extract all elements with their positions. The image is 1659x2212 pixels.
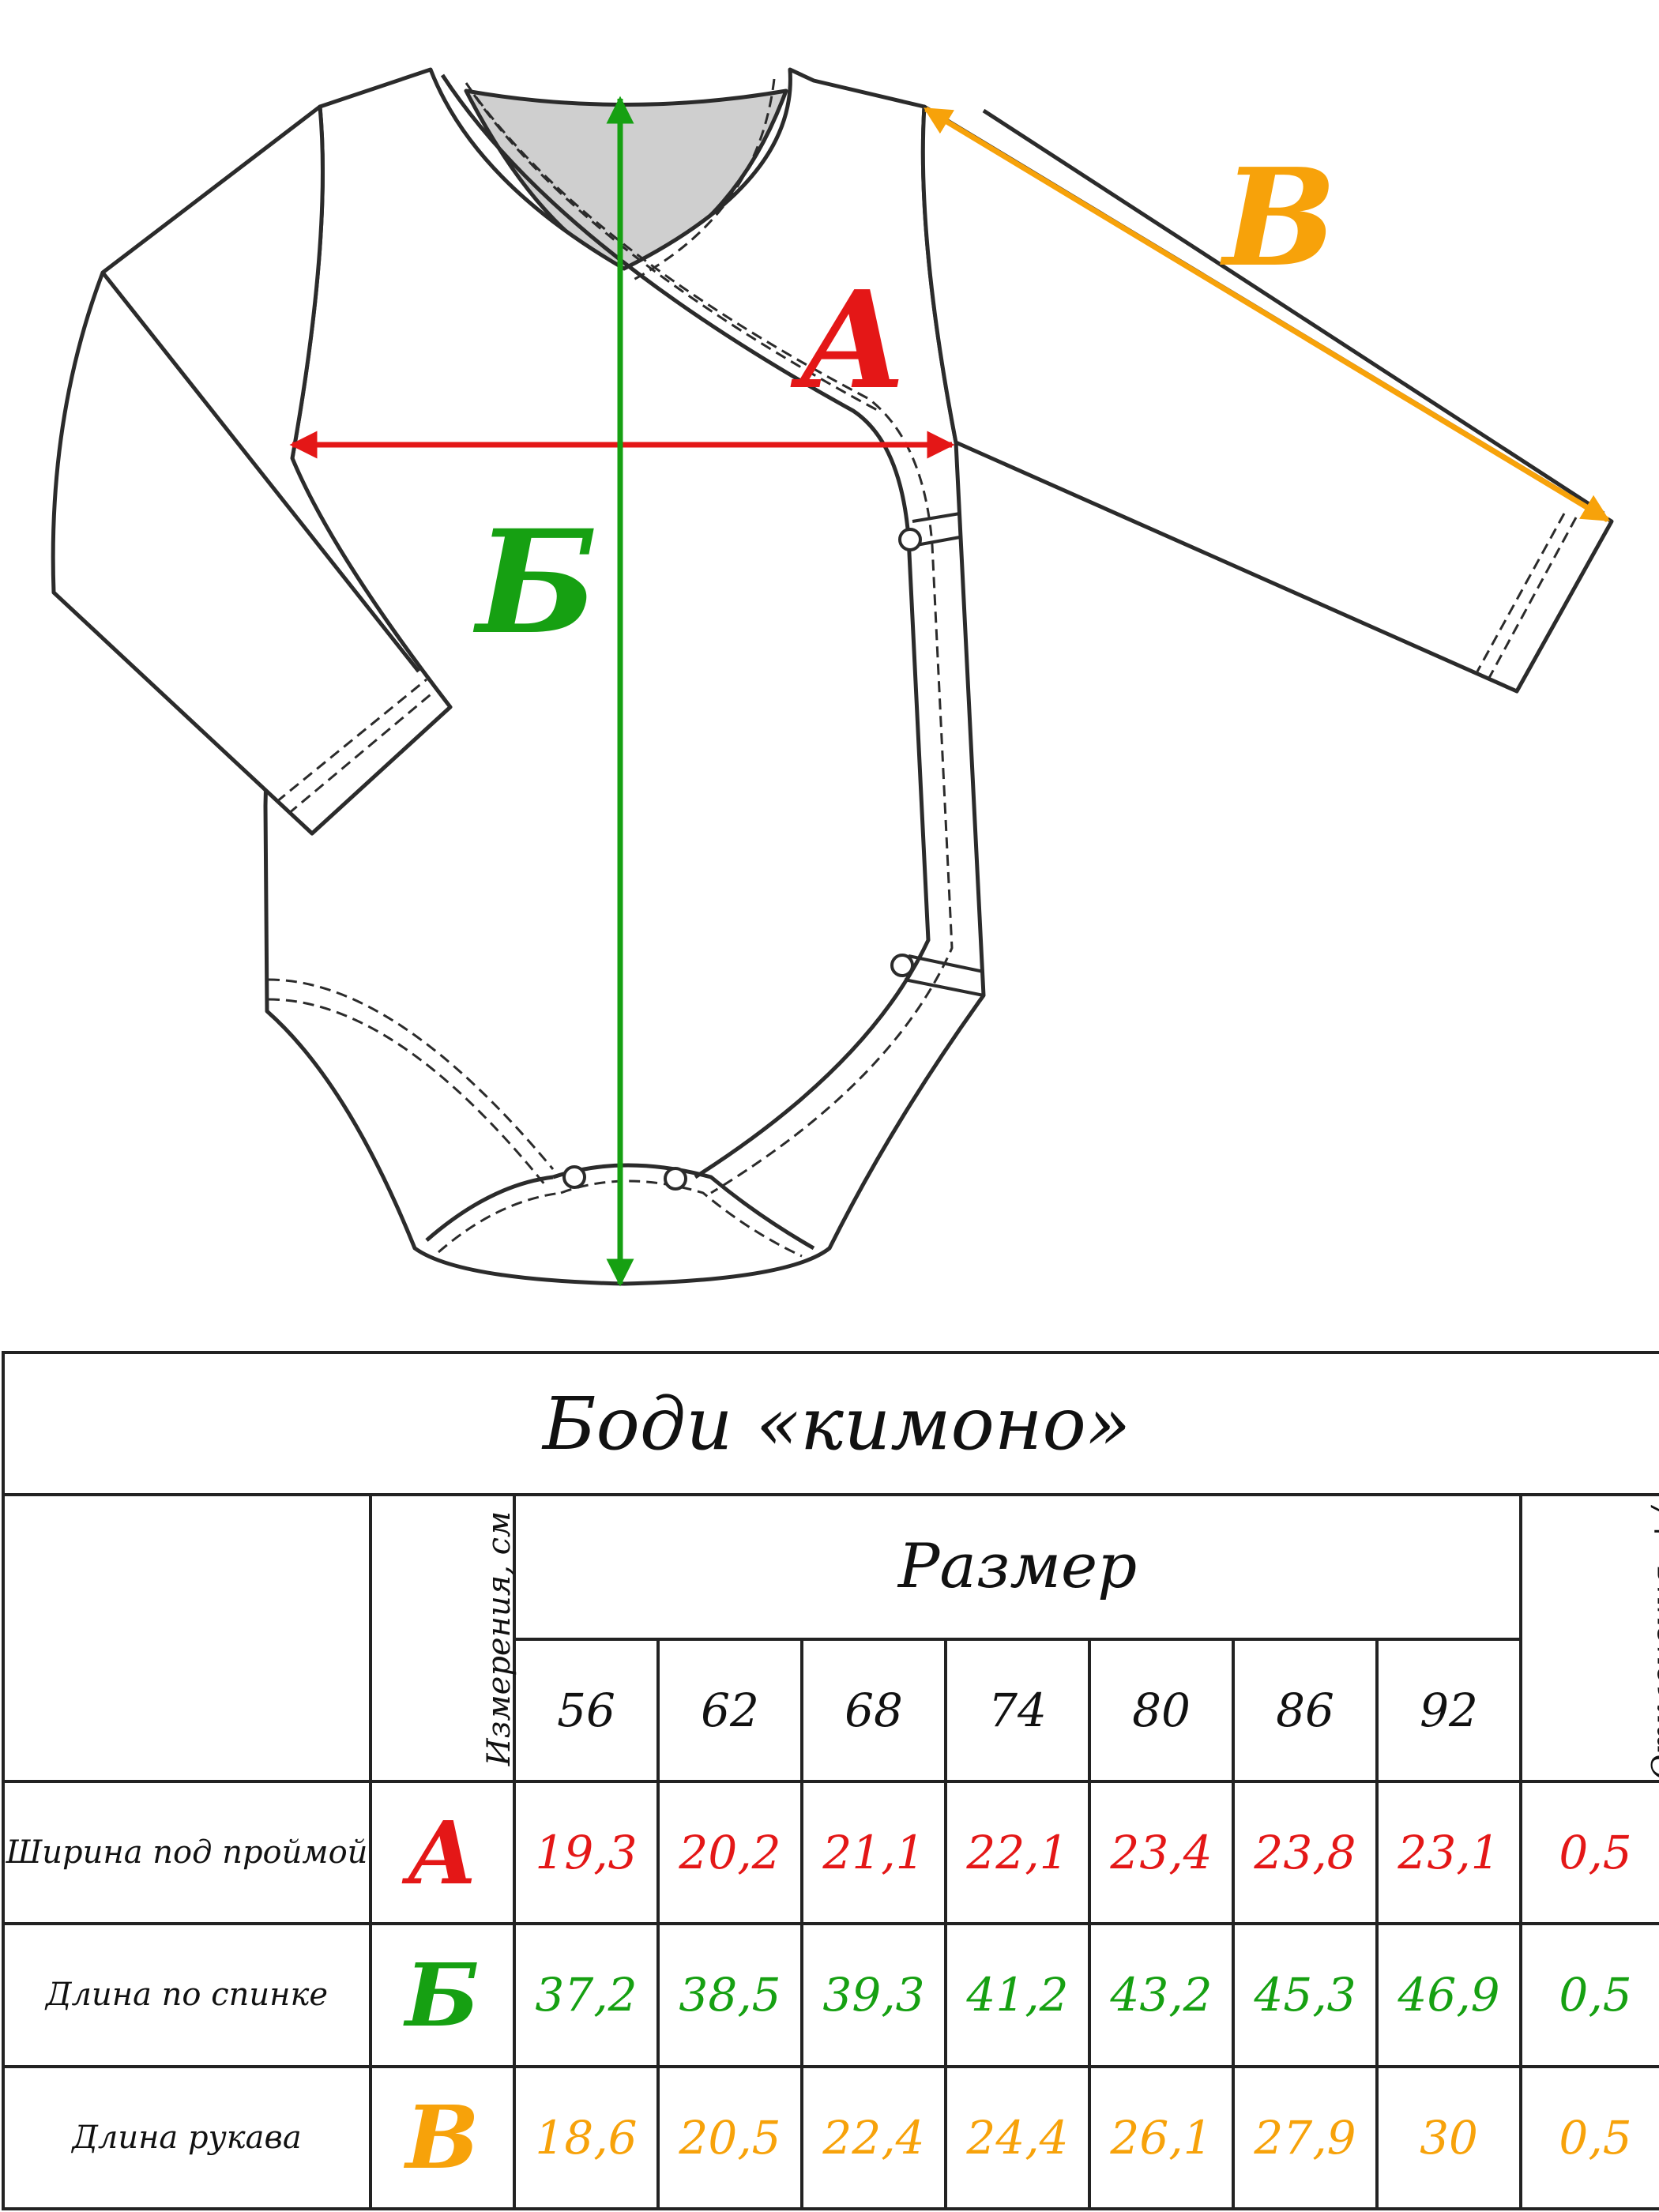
garment-outline <box>51 67 1614 1286</box>
measurement-name: Длина по спинке <box>2 1922 372 2068</box>
label-b: Б <box>472 499 598 666</box>
size-value: 56 <box>513 1637 660 1784</box>
measurement-value: 30 <box>1375 2064 1522 2211</box>
measurement-letter: Б <box>369 1922 516 2068</box>
measure-header-cell: Измерения, см <box>369 1493 518 1783</box>
label-v: В <box>1220 139 1337 297</box>
measurement-value: 20,2 <box>656 1779 803 1926</box>
measurement-value: 38,5 <box>656 1922 803 2068</box>
size-row: 56 62 68 74 80 86 92 <box>3 1637 1659 1784</box>
measurement-value: 43,2 <box>1088 1922 1235 2068</box>
left-sleeve <box>51 104 453 836</box>
measure-header: Измерения, см <box>481 1510 518 1766</box>
deviation-value: 0,5 <box>1518 1922 1659 2068</box>
label-a: А <box>790 261 908 419</box>
size-value: 80 <box>1088 1637 1235 1784</box>
measurement-value: 41,2 <box>944 1922 1091 2068</box>
measurement-value: 19,3 <box>513 1779 660 1926</box>
size-header: Размер <box>513 1493 1522 1641</box>
size-value: 86 <box>1232 1637 1379 1784</box>
deviation-value: 0,5 <box>1518 2064 1659 2211</box>
blank-corner-cell <box>2 1493 372 1783</box>
size-value: 68 <box>800 1637 947 1784</box>
table-title: Боди «кимоно» <box>1 1350 1659 1497</box>
deviation-header: Отклонения, +/- <box>1646 1496 1659 1781</box>
snap <box>890 954 914 977</box>
snap <box>664 1167 687 1191</box>
bodysuit-diagram: А Б В <box>51 67 1614 1287</box>
measurement-value: 26,1 <box>1088 2064 1235 2211</box>
deviation-value: 0,5 <box>1518 1779 1659 1926</box>
measurement-value: 20,5 <box>656 2064 803 2211</box>
snap <box>562 1165 586 1189</box>
measurement-name: Ширина под проймой <box>2 1779 372 1926</box>
measurement-value: 45,3 <box>1232 1922 1379 2068</box>
sleeve-arrow-v <box>924 107 1610 522</box>
size-value: 74 <box>944 1637 1091 1784</box>
measurement-value: 46,9 <box>1375 1922 1522 2068</box>
size-value: 62 <box>656 1637 803 1784</box>
measurement-value: 22,4 <box>800 2064 947 2211</box>
measurement-value: 22,1 <box>944 1779 1091 1926</box>
measurement-value: 23,4 <box>1088 1779 1235 1926</box>
size-table: Боди «кимоно» Измерения, см Размер Откло… <box>1 1350 1659 2211</box>
measurement-value: 37,2 <box>513 1922 660 2068</box>
measurement-value: 39,3 <box>800 1922 947 2068</box>
snap <box>898 528 922 551</box>
size-value: 92 <box>1375 1637 1522 1784</box>
measurement-value: 27,9 <box>1232 2064 1379 2211</box>
measurement-value: 23,8 <box>1232 1779 1379 1926</box>
measurement-value: 21,1 <box>800 1779 947 1926</box>
measurement-letter: А <box>369 1779 516 1926</box>
measurement-name: Длина рукава <box>2 2064 372 2211</box>
measurement-letter: В <box>369 2064 516 2211</box>
measurement-value: 23,1 <box>1375 1779 1522 1926</box>
measurement-value: 24,4 <box>944 2064 1091 2211</box>
measurement-value: 18,6 <box>513 2064 660 2211</box>
deviation-header-cell: Отклонения, +/- <box>1518 1493 1659 1783</box>
